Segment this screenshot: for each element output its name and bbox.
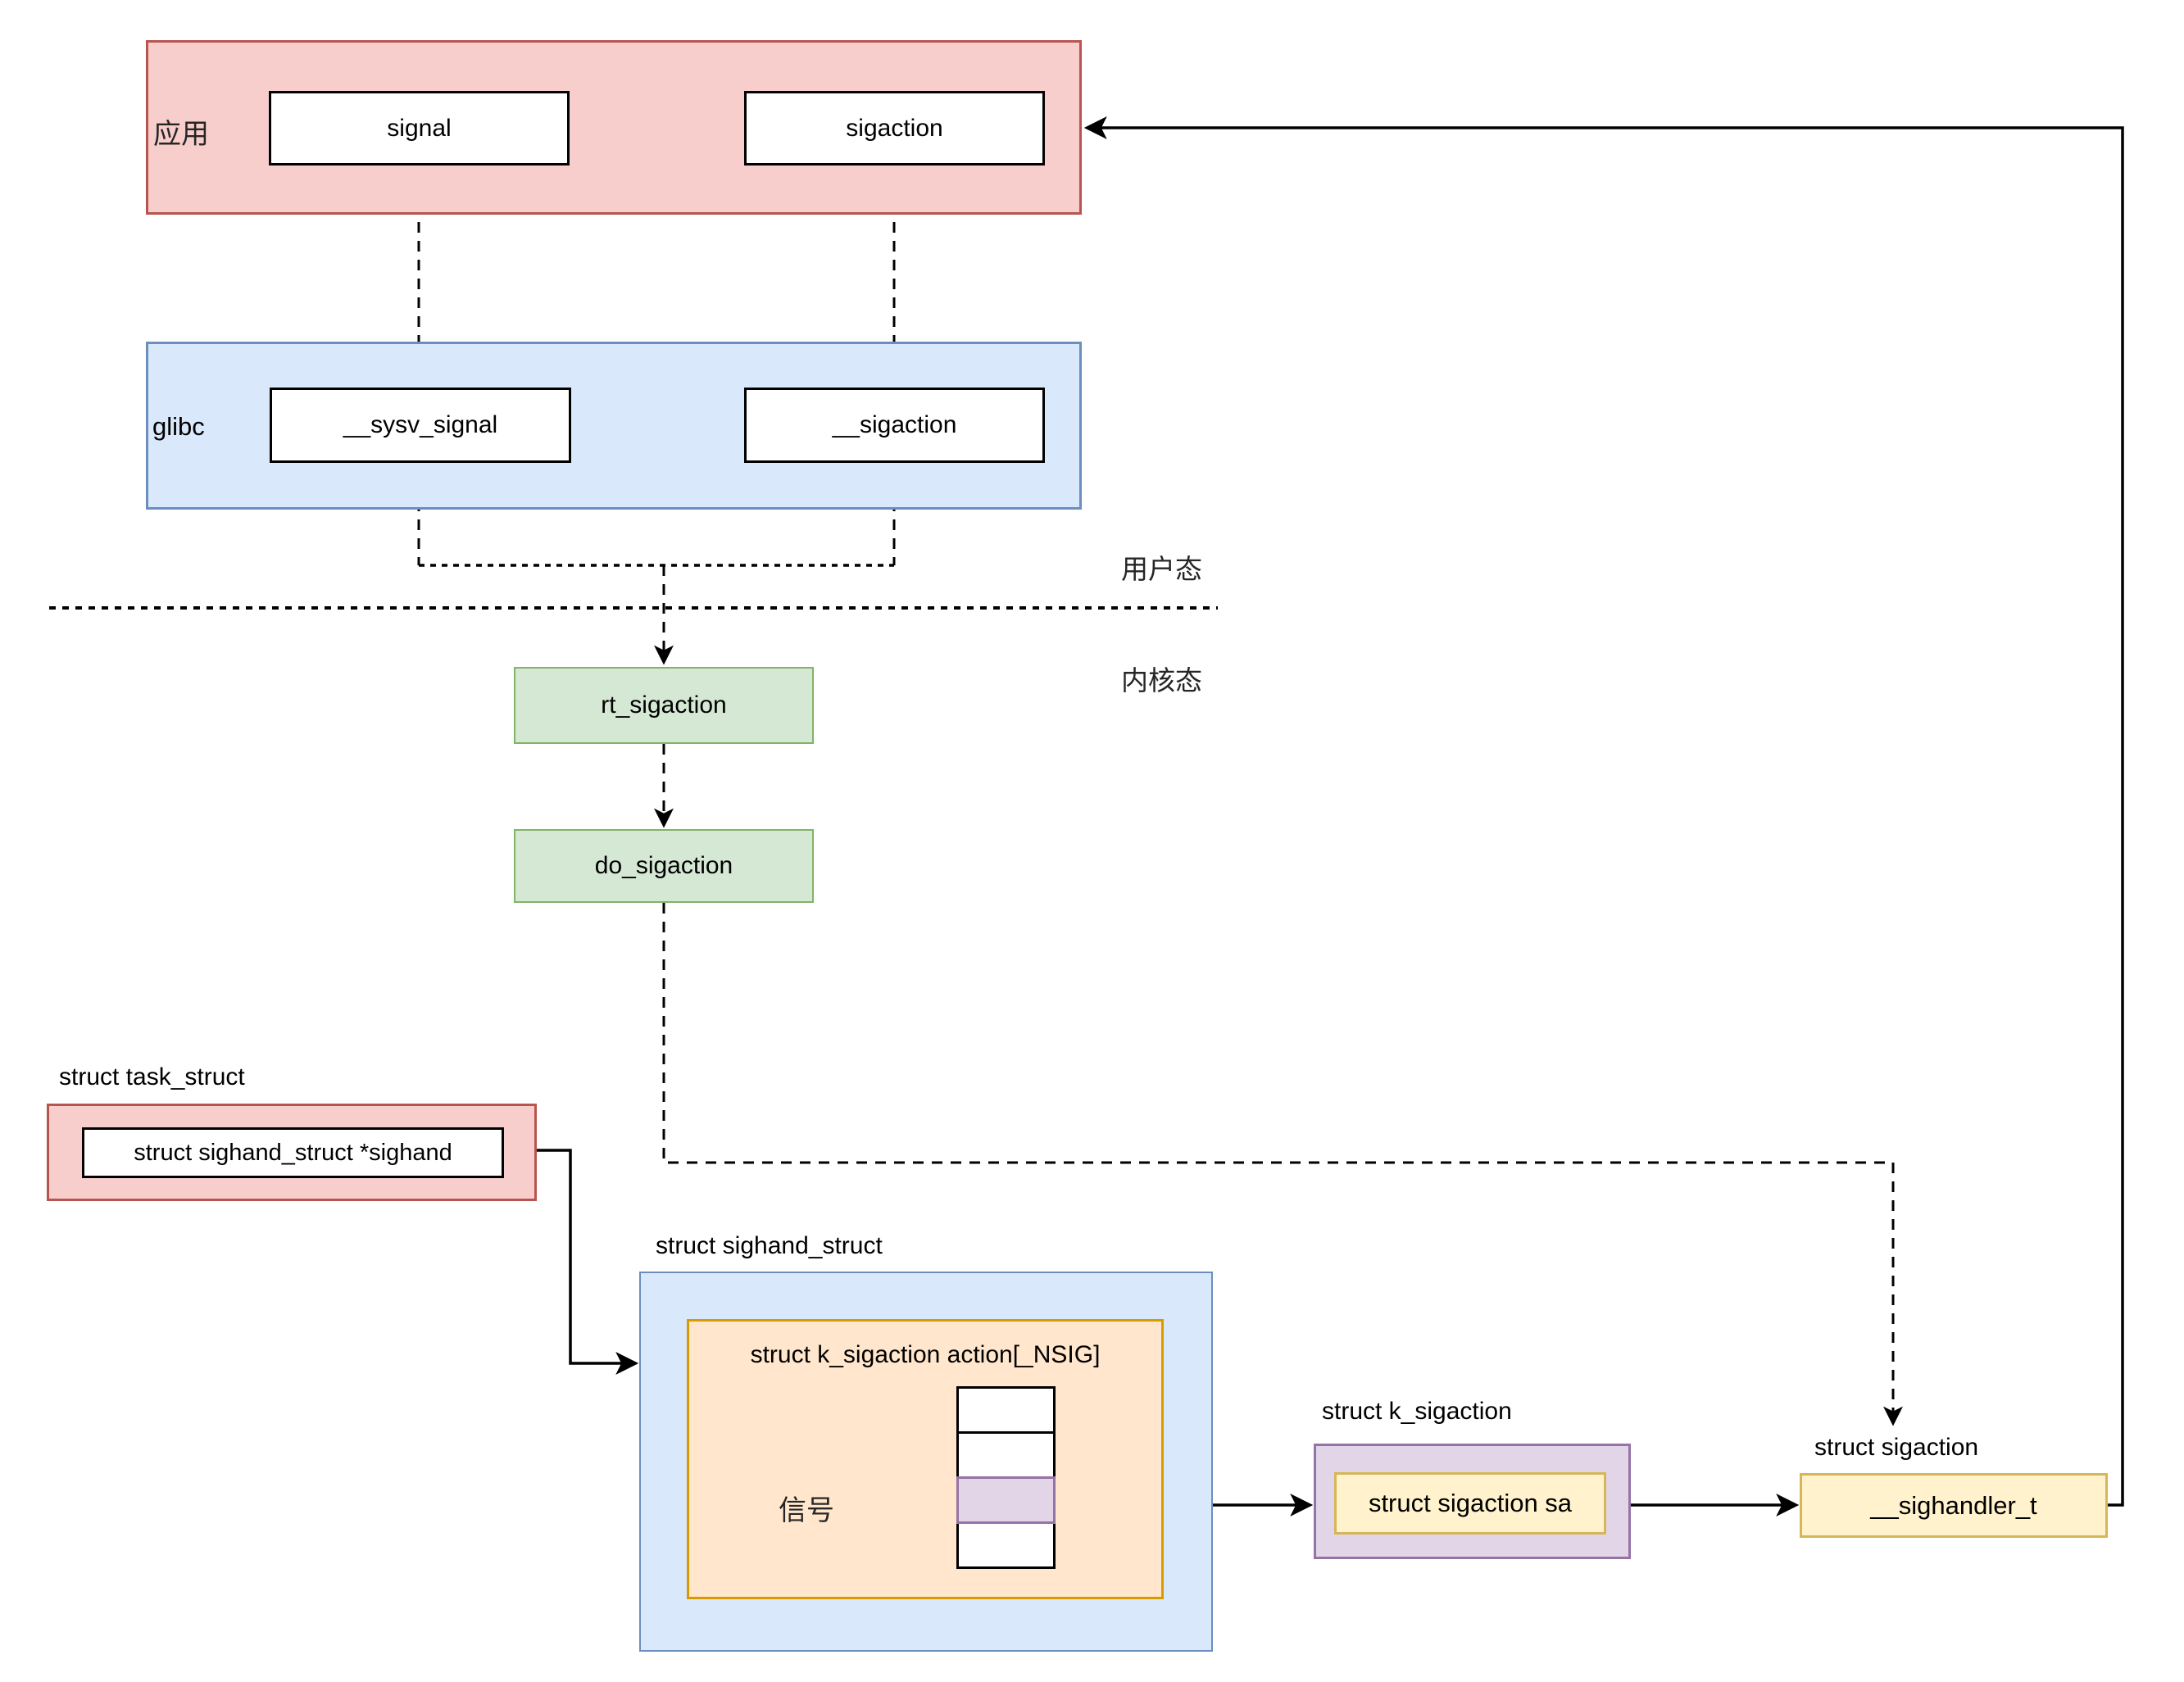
rt-sigaction-label: rt_sigaction bbox=[601, 691, 727, 719]
sighand-pointer-field-box: struct sighand_struct *sighand bbox=[82, 1127, 504, 1178]
kernel-mode-label: 内核态 bbox=[1121, 665, 1202, 696]
rt-sigaction-box: rt_sigaction bbox=[514, 667, 814, 744]
action-cell bbox=[956, 1431, 1056, 1479]
signal-label: signal bbox=[387, 114, 452, 142]
sysv-signal-box: __sysv_signal bbox=[270, 388, 571, 463]
k-sigaction-title: struct k_sigaction bbox=[1322, 1398, 1512, 1425]
glibc-layer-label: glibc bbox=[152, 412, 205, 441]
sighandler-box: __sighandler_t bbox=[1800, 1473, 2108, 1538]
do-sigaction-box: do_sigaction bbox=[514, 829, 814, 903]
sigaction-box: sigaction bbox=[744, 91, 1045, 165]
sysv-signal-label: __sysv_signal bbox=[343, 411, 498, 438]
glibc-sigaction-label: __sigaction bbox=[832, 411, 957, 438]
action-array-label: struct k_sigaction action[_NSIG] bbox=[750, 1341, 1101, 1368]
sighand-pointer-field-label: struct sighand_struct *sighand bbox=[134, 1139, 452, 1166]
sigaction-sa-box: struct sigaction sa bbox=[1334, 1472, 1606, 1535]
action-cell bbox=[956, 1386, 1056, 1434]
sigaction-sa-label: struct sigaction sa bbox=[1368, 1489, 1573, 1517]
sighandler-return-arrow bbox=[1083, 116, 2124, 1507]
action-cell bbox=[956, 1521, 1056, 1569]
sigaction-struct-title: struct sigaction bbox=[1814, 1434, 1979, 1461]
action-cell-highlighted bbox=[956, 1476, 1056, 1524]
action-array-cells bbox=[956, 1386, 1056, 1569]
signal-pointer-label: 信号 bbox=[779, 1495, 834, 1526]
do-sigaction-label: do_sigaction bbox=[594, 852, 733, 879]
user-mode-label: 用户态 bbox=[1121, 554, 1202, 584]
glibc-sigaction-box: __sigaction bbox=[744, 388, 1045, 463]
app-layer-label: 应用 bbox=[153, 119, 209, 150]
action-array-box: struct k_sigaction action[_NSIG] bbox=[687, 1319, 1164, 1599]
sighandler-label: __sighandler_t bbox=[1870, 1490, 2037, 1520]
sighand-struct-title: struct sighand_struct bbox=[656, 1232, 883, 1259]
signal-box: signal bbox=[269, 91, 570, 165]
task-struct-title: struct task_struct bbox=[59, 1063, 245, 1090]
sigaction-label: sigaction bbox=[846, 114, 943, 142]
